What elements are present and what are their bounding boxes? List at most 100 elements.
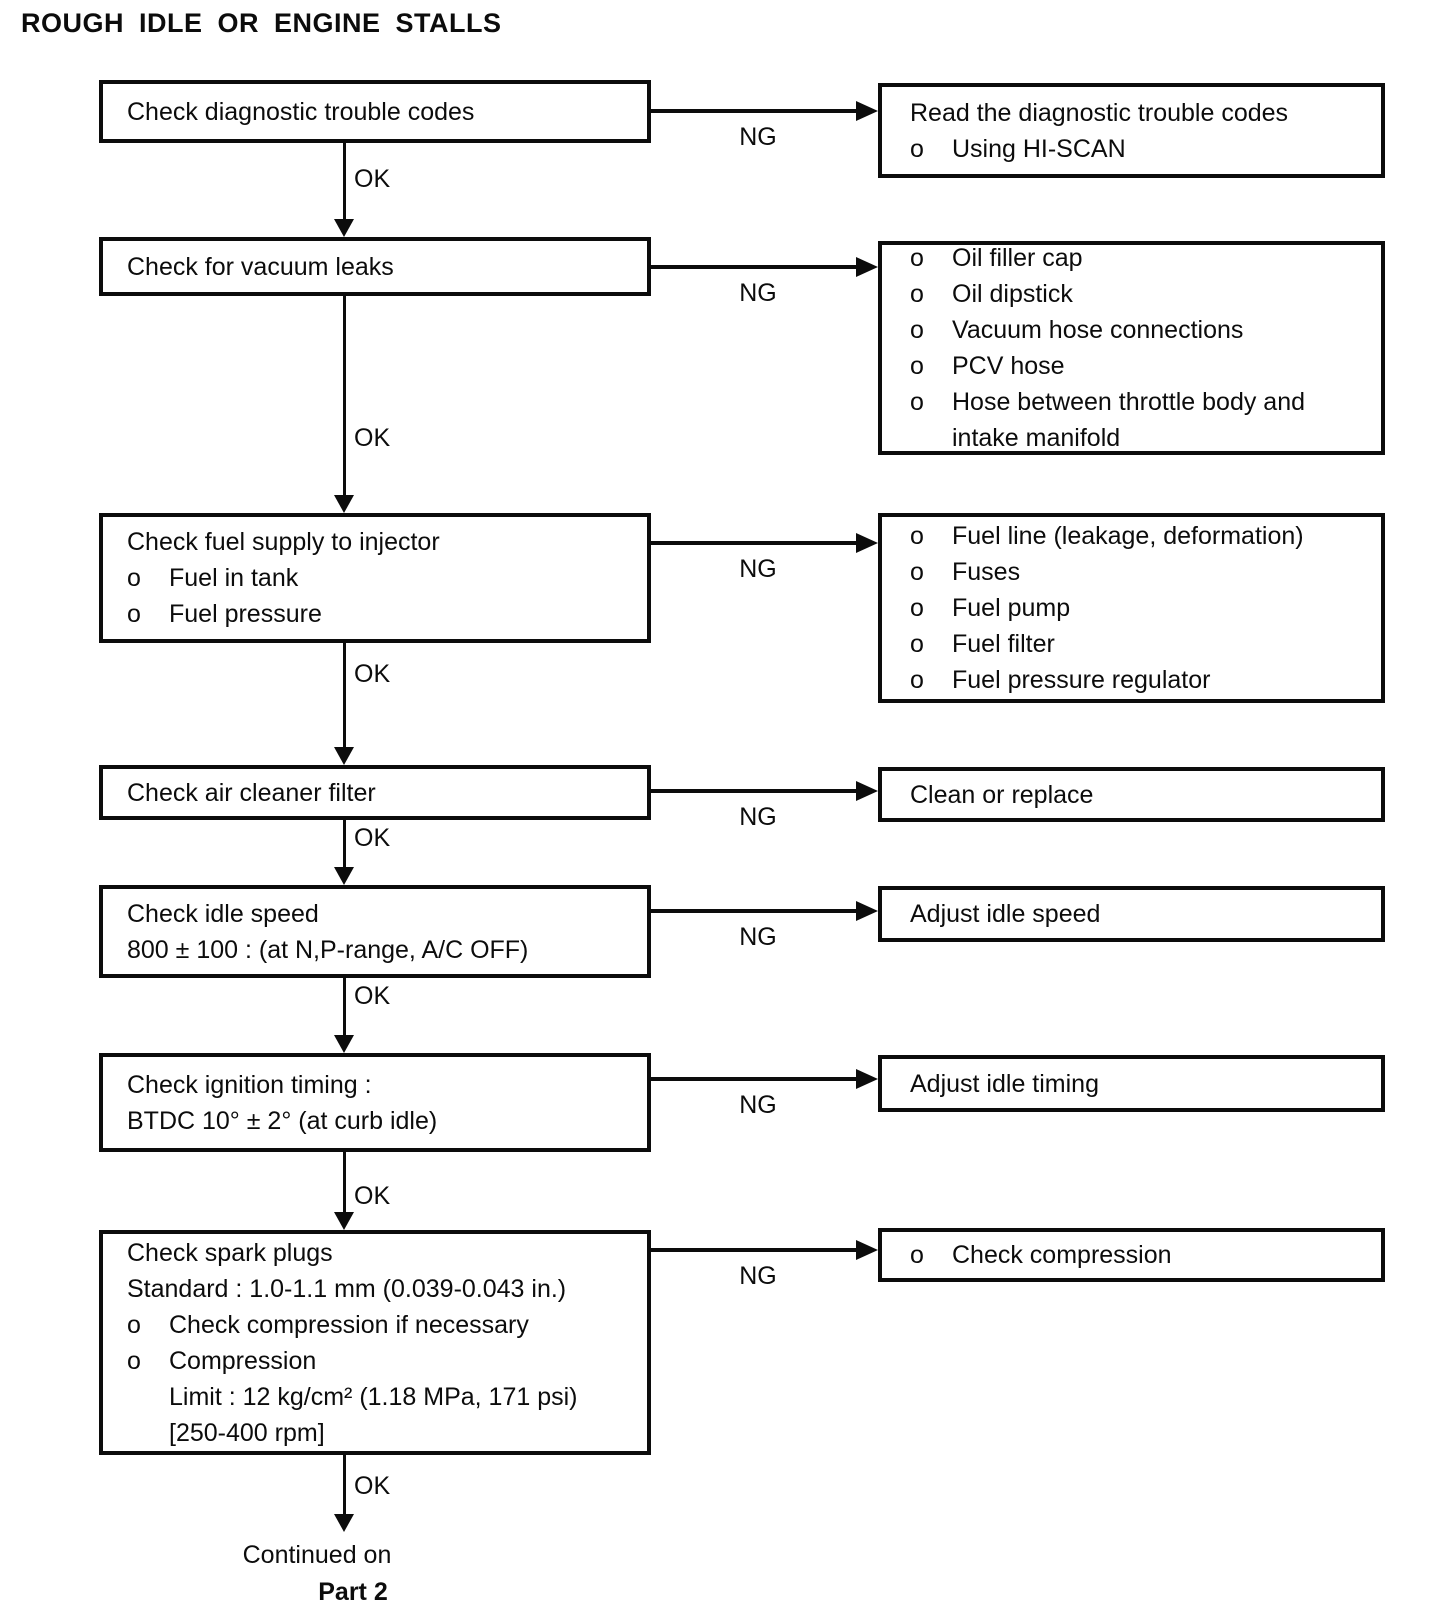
box-line: Read the diagnostic trouble codes — [910, 95, 1373, 131]
action-box: Clean or replace — [878, 767, 1385, 822]
arrowhead-right-icon — [856, 257, 878, 277]
line-text: Standard : 1.0-1.1 mm (0.039-0.043 in.) — [127, 1274, 567, 1303]
ng-connector-line — [651, 789, 856, 793]
arrowhead-down-icon — [334, 867, 354, 885]
line-text: Adjust idle timing — [910, 1069, 1099, 1098]
box-line: Check spark plugs — [127, 1235, 639, 1271]
ok-connector-line — [343, 820, 346, 867]
arrowhead-down-icon — [334, 495, 354, 513]
bullet-marker: o — [910, 244, 924, 272]
box-line: Check diagnostic trouble codes — [127, 94, 639, 130]
arrowhead-down-icon — [334, 219, 354, 237]
line-text: Hose between throttle body and — [952, 388, 1306, 416]
bullet-marker: o — [910, 594, 924, 622]
bullet-marker: o — [127, 1346, 141, 1375]
ok-label: OK — [354, 660, 391, 688]
ng-connector-line — [651, 541, 856, 545]
ng-label: NG — [739, 123, 777, 151]
box-line: Check fuel supply to injector — [127, 524, 639, 560]
ng-label: NG — [739, 555, 777, 583]
box-line: o Check compression — [910, 1237, 1373, 1273]
box-line: o Fuel pump — [910, 590, 1373, 626]
bullet-marker: o — [910, 388, 924, 416]
line-text: Check diagnostic trouble codes — [127, 97, 475, 126]
ok-connector-line — [343, 296, 346, 495]
line-text: Limit : 12 kg/cm² (1.18 MPa, 171 psi) — [169, 1382, 578, 1411]
line-text: Check spark plugs — [127, 1238, 333, 1267]
ng-label: NG — [739, 1091, 777, 1119]
line-text: PCV hose — [952, 352, 1065, 380]
line-text: Fuel pressure regulator — [952, 666, 1211, 694]
ng-label: NG — [739, 1262, 777, 1290]
ng-label: NG — [739, 279, 777, 307]
bullet-marker: o — [910, 522, 924, 550]
ok-connector-line — [343, 978, 346, 1035]
line-text: Check ignition timing : — [127, 1070, 372, 1099]
box-line: Clean or replace — [910, 777, 1373, 813]
box-line: Limit : 12 kg/cm² (1.18 MPa, 171 psi) — [127, 1379, 639, 1415]
box-line: Check ignition timing : — [127, 1067, 639, 1103]
bullet-marker: o — [910, 1241, 924, 1269]
line-text: intake manifold — [952, 424, 1121, 452]
ok-label: OK — [354, 1182, 391, 1210]
arrowhead-down-icon — [334, 1212, 354, 1230]
ng-connector-line — [651, 265, 856, 269]
ok-label: OK — [354, 165, 391, 193]
ok-connector-line — [343, 1152, 346, 1212]
line-text: 800 ± 100 : (at N,P-range, A/C OFF) — [127, 935, 529, 964]
line-text: Using HI-SCAN — [952, 134, 1126, 163]
line-text: Fuel pump — [952, 594, 1071, 622]
box-line: o Hose between throttle body and — [910, 384, 1373, 420]
bullet-marker: o — [910, 666, 924, 694]
bullet-marker: o — [910, 280, 924, 308]
check-box: Check air cleaner filter — [99, 765, 651, 820]
line-text: Check compression — [952, 1241, 1172, 1269]
ng-connector-line — [651, 109, 856, 113]
line-text: Oil filler cap — [952, 244, 1083, 272]
box-line: Standard : 1.0-1.1 mm (0.039-0.043 in.) — [127, 1271, 639, 1307]
bullet-marker: o — [910, 558, 924, 586]
box-line: o Compression — [127, 1343, 639, 1379]
check-box: Check for vacuum leaks — [99, 237, 651, 296]
arrowhead-right-icon — [856, 1069, 878, 1089]
box-line: Check idle speed — [127, 896, 639, 932]
arrowhead-down-icon — [334, 1514, 354, 1532]
arrowhead-right-icon — [856, 101, 878, 121]
ok-connector-line — [343, 1455, 346, 1514]
box-line: BTDC 10° ± 2° (at curb idle) — [127, 1103, 639, 1139]
line-text: Fuel in tank — [169, 564, 299, 592]
line-text: Clean or replace — [910, 780, 1094, 809]
ng-label: NG — [739, 803, 777, 831]
line-text: Check idle speed — [127, 899, 319, 928]
box-line: o PCV hose — [910, 348, 1373, 384]
ng-connector-line — [651, 1077, 856, 1081]
ok-label: OK — [354, 824, 391, 852]
continued-note-part: Part 2 — [318, 1578, 388, 1606]
line-text: [250-400 rpm] — [169, 1418, 325, 1447]
arrowhead-right-icon — [856, 533, 878, 553]
arrowhead-down-icon — [334, 1035, 354, 1053]
bullet-marker: o — [910, 352, 924, 380]
box-line: Adjust idle timing — [910, 1066, 1373, 1102]
line-text: Fuel pressure — [169, 600, 322, 628]
arrowhead-right-icon — [856, 901, 878, 921]
line-text: Compression — [169, 1346, 317, 1375]
line-text: Vacuum hose connections — [952, 316, 1244, 344]
box-line: Check air cleaner filter — [127, 775, 639, 811]
line-text: BTDC 10° ± 2° (at curb idle) — [127, 1106, 438, 1135]
action-box: Adjust idle timing — [878, 1055, 1385, 1112]
ng-label: NG — [739, 923, 777, 951]
ng-connector-line — [651, 1248, 856, 1252]
line-text: Read the diagnostic trouble codes — [910, 98, 1289, 127]
check-box: Check ignition timing : BTDC 10° ± 2° (at… — [99, 1053, 651, 1152]
